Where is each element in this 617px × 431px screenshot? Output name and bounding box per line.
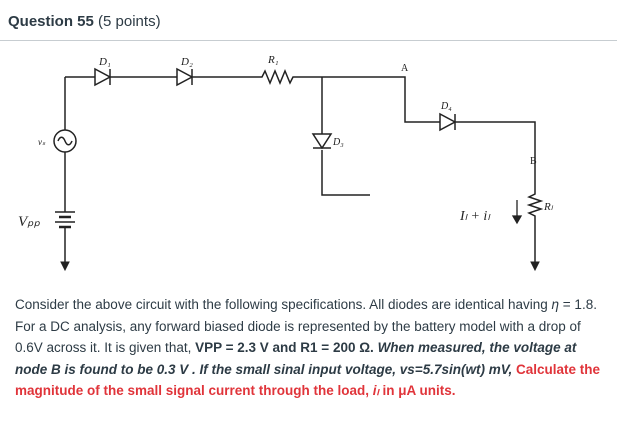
body-text-2: = 1.8. For a DC analysis, any forward bi…: [15, 297, 597, 355]
diode-d3: [311, 130, 333, 150]
and-text: and: [268, 340, 301, 355]
label-vpp: Vₚₚ: [18, 214, 41, 230]
eta-symbol: η: [551, 297, 560, 312]
battery-vpp: [55, 208, 75, 232]
measurement-text: When measured, the voltage at node B is …: [15, 340, 577, 377]
resistor-rl: [526, 190, 544, 220]
current-arrow: [511, 200, 523, 225]
label-node-b: B: [530, 156, 537, 167]
question-title: Question 55 (5 points): [8, 13, 161, 30]
diode-d1: [90, 67, 114, 87]
r1-value: R1 = 200 Ω.: [300, 340, 374, 355]
resistor-r1: [258, 69, 297, 85]
label-d2: D₂: [180, 56, 193, 68]
ac-source-vs: [53, 129, 77, 153]
question-header: Question 55 (5 points): [0, 0, 617, 41]
diode-d2: [172, 67, 198, 87]
question-body: Consider the above circuit with the foll…: [15, 294, 610, 402]
question-points: (5 points): [98, 13, 161, 30]
circuit-diagram: D₁ D₂ R₁ A D₄ D₃ B Rₗ Iₗ + iₗ vₛ: [18, 54, 554, 272]
diode-d4: [435, 112, 461, 132]
load-current-symbol: iₗ: [372, 383, 379, 398]
ground-arrow-left: [60, 261, 70, 272]
vpp-value: VPP = 2.3 V: [195, 340, 269, 355]
label-current: Iₗ + iₗ: [459, 209, 491, 224]
label-d3: D₃: [332, 137, 344, 148]
units-text: in μA units.: [378, 383, 456, 398]
label-rl: Rₗ: [543, 201, 554, 213]
label-d4: D₄: [440, 101, 452, 112]
label-d1: D₁: [98, 56, 111, 68]
label-node-a: A: [401, 63, 409, 74]
body-text-1: Consider the above circuit with the foll…: [15, 297, 552, 312]
ground-arrow-right: [530, 261, 540, 272]
question-number: Question 55: [8, 13, 94, 30]
question-prompt: Calculate the magnitude of the small sig…: [15, 361, 601, 399]
label-r1: R₁: [267, 54, 279, 66]
label-vs: vₛ: [38, 137, 46, 147]
